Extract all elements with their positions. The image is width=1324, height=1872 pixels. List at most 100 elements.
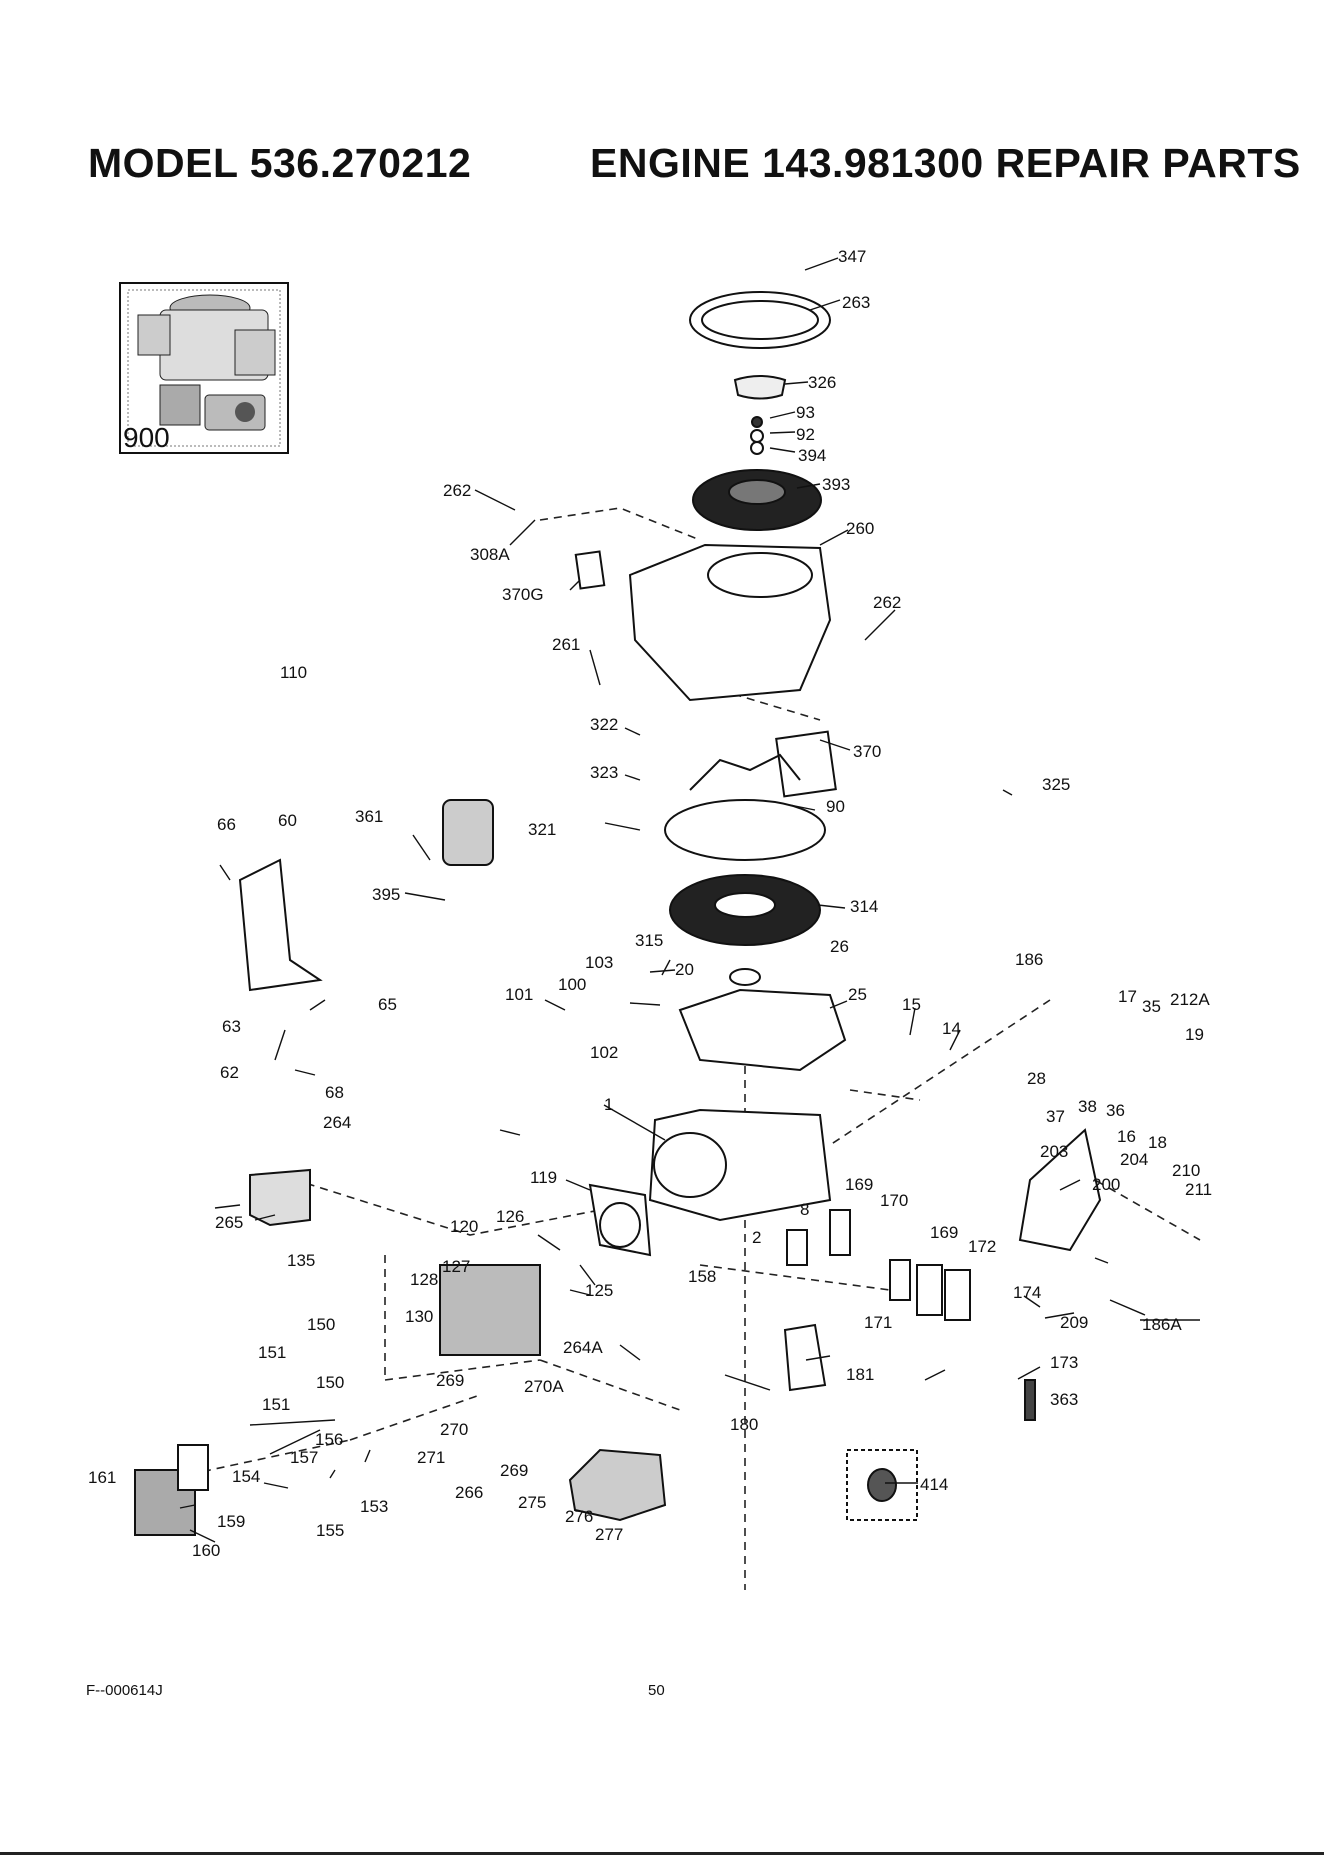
callout-label: 60 (278, 811, 297, 830)
callout-label: 159 (217, 1512, 245, 1531)
callout-label: 200 (1092, 1175, 1120, 1194)
callout-label: 18 (1148, 1133, 1167, 1152)
callout-label: 170 (880, 1191, 908, 1210)
callout-label: 101 (505, 985, 533, 1004)
callout-label: 173 (1050, 1353, 1078, 1372)
callout-label: 157 (290, 1448, 318, 1467)
callout-label: 209 (1060, 1313, 1088, 1332)
callout-label: 395 (372, 885, 400, 904)
callout-label: 414 (920, 1475, 948, 1494)
callout-label: 20 (675, 960, 694, 979)
callout-label: 135 (287, 1251, 315, 1270)
callout-label: 266 (455, 1483, 483, 1502)
callout-label: 154 (232, 1467, 260, 1486)
callout-label: 264 (323, 1113, 351, 1132)
callout-label: 130 (405, 1307, 433, 1326)
callout-label: 186A (1142, 1315, 1182, 1334)
callout-label: 261 (552, 635, 580, 654)
callout-label: 17 (1118, 987, 1137, 1006)
callout-label: 65 (378, 995, 397, 1014)
callout-label: 315 (635, 931, 663, 950)
callout-label: 308A (470, 545, 510, 564)
callout-label: 277 (595, 1525, 623, 1544)
leader-lines (179, 257, 1200, 1543)
callout-label: 155 (316, 1521, 344, 1540)
callout-label: 36 (1106, 1101, 1125, 1120)
callout-label: 158 (688, 1267, 716, 1286)
callout-label: 35 (1142, 997, 1161, 1016)
callout-label: 90 (826, 797, 845, 816)
callout-label: 322 (590, 715, 618, 734)
callout-label: 204 (1120, 1150, 1148, 1169)
callout-label: 275 (518, 1493, 546, 1512)
callout-label: 347 (838, 247, 866, 266)
callout-label: 260 (846, 519, 874, 538)
callout-label: 363 (1050, 1390, 1078, 1409)
callout-label: 394 (798, 446, 826, 465)
callout-label: 100 (558, 975, 586, 994)
callout-label: 8 (800, 1200, 809, 1219)
inset-label: 900 (123, 422, 170, 453)
callout-label: 326 (808, 373, 836, 392)
callout-label: 151 (262, 1395, 290, 1414)
callout-label: 262 (873, 593, 901, 612)
callout-label: 110 (280, 663, 307, 682)
callout-label: 150 (307, 1315, 335, 1334)
callout-label: 151 (258, 1343, 286, 1362)
callout-label: 262 (443, 481, 471, 500)
callout-label: 169 (845, 1175, 873, 1194)
callout-label: 37 (1046, 1107, 1065, 1126)
callout-label: 156 (315, 1430, 343, 1449)
callout-label: 153 (360, 1497, 388, 1516)
callout-label: 119 (530, 1168, 557, 1187)
callout-label: 181 (846, 1365, 874, 1384)
callout-label: 325 (1042, 775, 1070, 794)
callout-label: 174 (1013, 1283, 1041, 1302)
callout-label: 16 (1117, 1127, 1136, 1146)
page-number: 50 (648, 1682, 665, 1699)
callout-label: 126 (496, 1207, 524, 1226)
callout-label: 370 (853, 742, 881, 761)
callout-label: 28 (1027, 1069, 1046, 1088)
callout-label: 160 (192, 1541, 220, 1560)
callout-label: 127 (442, 1257, 470, 1276)
callout-label: 169 (930, 1223, 958, 1242)
callout-label: 19 (1185, 1025, 1204, 1044)
callout-label: 150 (316, 1373, 344, 1392)
callout-label: 92 (796, 425, 815, 444)
callout-label: 270 (440, 1420, 468, 1439)
callout-label: 180 (730, 1415, 758, 1434)
callout-label: 264A (563, 1338, 603, 1357)
callout-label: 125 (585, 1281, 613, 1300)
callout-label: 66 (217, 815, 236, 834)
callout-label: 128 (410, 1270, 438, 1289)
callout-label: 2 (752, 1228, 761, 1247)
callout-label: 25 (848, 985, 867, 1004)
callout-label: 103 (585, 953, 613, 972)
callout-label: 62 (220, 1063, 239, 1082)
callout-label: 15 (902, 995, 921, 1014)
callout-label: 323 (590, 763, 618, 782)
callout-label: 276 (565, 1507, 593, 1526)
callout-label: 271 (417, 1448, 445, 1467)
callout-label: 161 (88, 1468, 116, 1487)
bottom-rule (0, 1852, 1324, 1855)
callout-label: 361 (355, 807, 383, 826)
assembly-lines (149, 507, 1201, 1590)
callout-label: 321 (528, 820, 556, 839)
document-code: F--000614J (86, 1682, 163, 1699)
callout-label: 269 (436, 1371, 464, 1390)
callout-label: 393 (822, 475, 850, 494)
callout-label: 26 (830, 937, 849, 956)
callout-label: 270A (524, 1377, 564, 1396)
callout-label: 210 (1172, 1161, 1200, 1180)
callout-label: 269 (500, 1461, 528, 1480)
parts-shapes (134, 291, 1102, 1536)
callout-label: 265 (215, 1213, 243, 1232)
callout-label: 171 (864, 1313, 892, 1332)
callout-label: 120 (450, 1217, 478, 1236)
callout-label: 186 (1015, 950, 1043, 969)
callout-label: 68 (325, 1083, 344, 1102)
callout-label: 203 (1040, 1142, 1068, 1161)
